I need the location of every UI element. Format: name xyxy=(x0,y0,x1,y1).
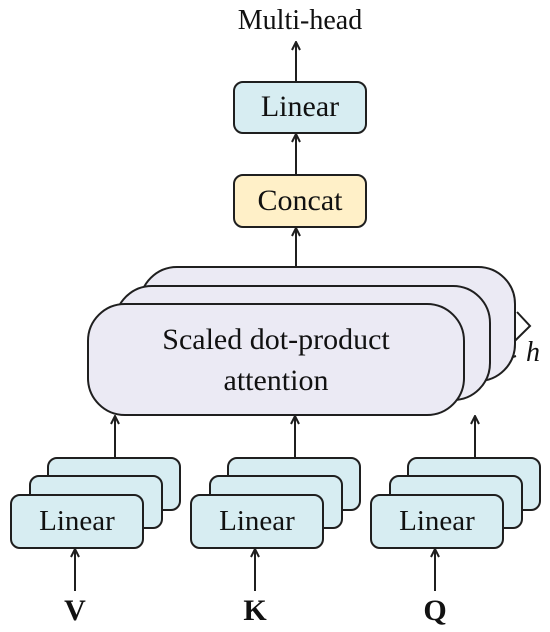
scaled-dot-product-attention-box: Scaled dot-product attention xyxy=(87,303,465,416)
multi-head-label: Multi-head xyxy=(237,5,363,36)
k-linear-label: Linear xyxy=(219,504,295,537)
input-k-label: K xyxy=(243,594,267,627)
attention-label-line-1: Scaled dot-product xyxy=(162,322,390,356)
head-count-label: h xyxy=(526,337,540,368)
v-linear-label: Linear xyxy=(39,504,115,537)
attention-label: Scaled dot-product attention xyxy=(162,319,389,401)
output-linear-box: Linear xyxy=(233,81,367,134)
input-q-label: Q xyxy=(423,594,447,627)
attention-label-line-2: attention xyxy=(223,363,329,397)
q-linear-box: Linear xyxy=(370,494,504,549)
k-linear-box: Linear xyxy=(190,494,324,549)
output-linear-label: Linear xyxy=(260,90,340,124)
concat-box: Concat xyxy=(233,174,367,228)
concat-label: Concat xyxy=(257,183,343,217)
q-linear-label: Linear xyxy=(399,504,475,537)
input-v-label: V xyxy=(64,594,86,627)
v-linear-box: Linear xyxy=(10,494,144,549)
